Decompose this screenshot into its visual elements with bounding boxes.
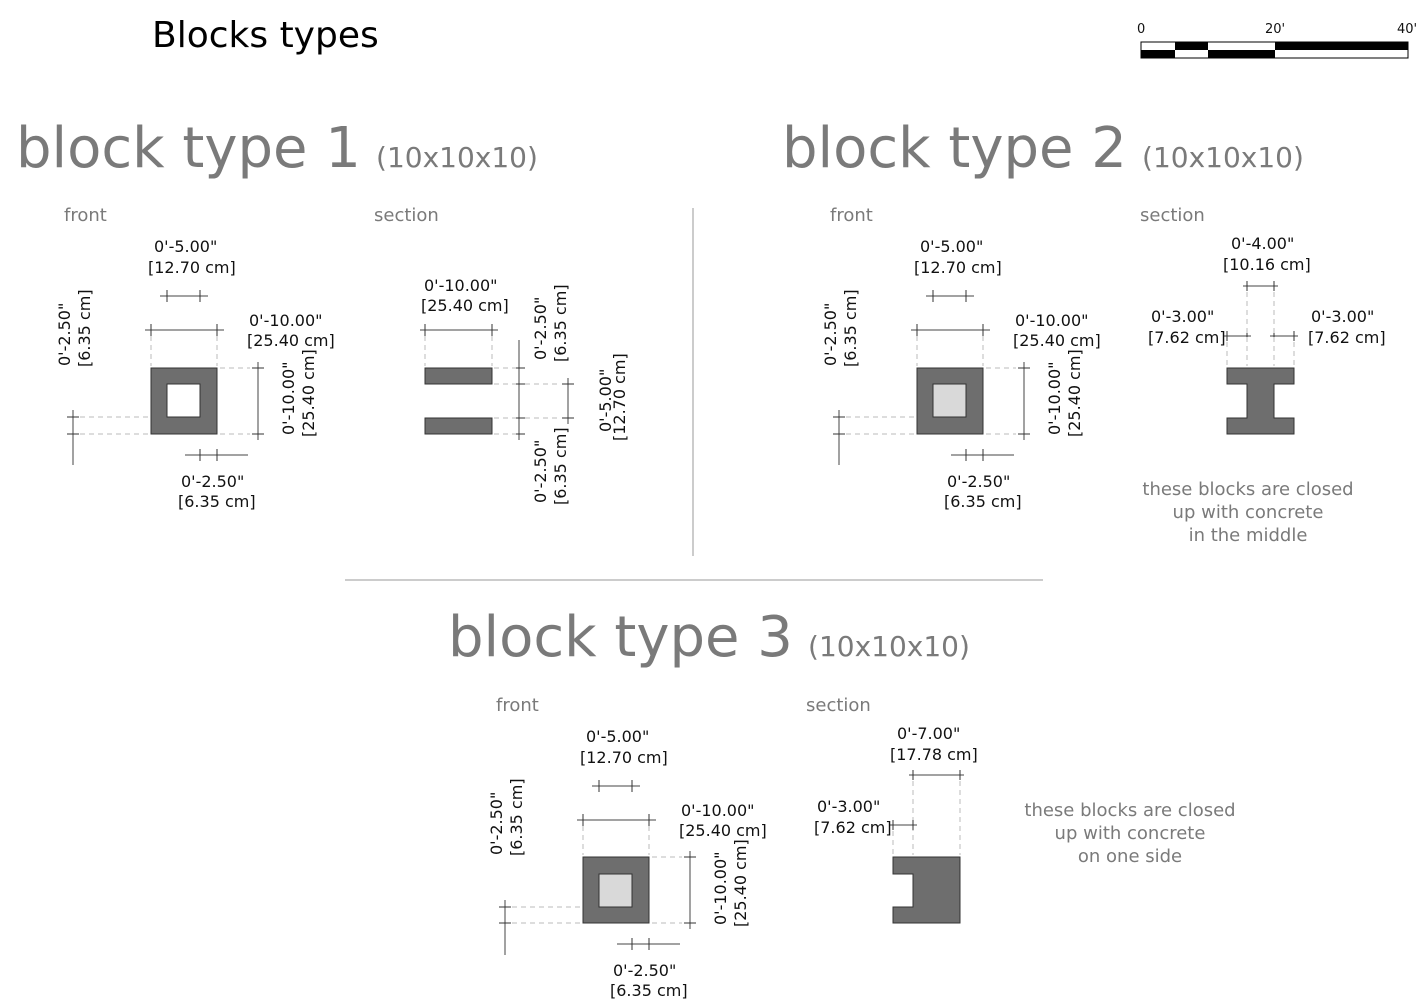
dim-label: [7.62 cm] bbox=[1308, 328, 1386, 347]
block-type-3: block type 3 (10x10x10) front section 0'… bbox=[448, 605, 1236, 1000]
dim-label: 0'-10.00" bbox=[279, 361, 298, 435]
dim-label: 0'-2.50" bbox=[613, 961, 676, 980]
block-1-section-bottom-wall bbox=[424, 417, 493, 435]
dim-label: [12.70 cm] bbox=[610, 353, 629, 441]
dim-label: [25.40 cm] bbox=[1065, 349, 1084, 437]
block-3-front-hole bbox=[598, 873, 633, 908]
block-3-front-label: front bbox=[496, 695, 539, 716]
dim-label: 0'-5.00" bbox=[154, 237, 217, 256]
block-2-front-label: front bbox=[830, 205, 873, 226]
block-3-section-label: section bbox=[806, 695, 871, 716]
dim-label: 0'-3.00" bbox=[1311, 307, 1374, 326]
page-title: Blocks types bbox=[152, 15, 379, 56]
block-2-front-dimensions bbox=[833, 290, 1030, 465]
block-2-dims: (10x10x10) bbox=[1142, 141, 1304, 174]
dim-label: [25.40 cm] bbox=[299, 349, 318, 437]
scale-label-0: 0 bbox=[1137, 22, 1145, 37]
block-1-title: block type 1 bbox=[16, 116, 361, 181]
dim-label: 0'-2.50" bbox=[531, 297, 550, 360]
dim-label: [25.40 cm] bbox=[247, 331, 335, 350]
scale-label-20: 20' bbox=[1265, 22, 1285, 37]
scale-bar-segment bbox=[1175, 42, 1208, 50]
scale-bar-segment bbox=[1275, 42, 1408, 50]
dim-label: 0'-3.00" bbox=[817, 797, 880, 816]
dim-label: [6.35 cm] bbox=[551, 284, 570, 362]
block-type-2: block type 2 (10x10x10) front section 0'… bbox=[782, 116, 1386, 546]
block-3-front-dimensions bbox=[499, 780, 696, 955]
scale-bar-segment bbox=[1208, 50, 1275, 58]
note-line: up with concrete bbox=[1173, 502, 1324, 523]
note-line: these blocks are closed bbox=[1142, 479, 1353, 500]
block-2-section-shape bbox=[1226, 367, 1295, 435]
dim-label: [6.35 cm] bbox=[75, 289, 94, 367]
dim-label: [7.62 cm] bbox=[814, 818, 892, 837]
dim-label: [17.78 cm] bbox=[890, 745, 978, 764]
block-1-heading: block type 1 (10x10x10) bbox=[16, 116, 538, 181]
dim-label: [10.16 cm] bbox=[1223, 255, 1311, 274]
dim-label: 0'-2.50" bbox=[821, 303, 840, 366]
block-1-section-dimensions bbox=[420, 324, 574, 440]
dim-label: [25.40 cm] bbox=[1013, 331, 1101, 350]
dim-label: 0'-2.50" bbox=[531, 440, 550, 503]
dim-label: 0'-7.00" bbox=[897, 724, 960, 743]
note-line: in the middle bbox=[1189, 525, 1308, 546]
dim-label: [12.70 cm] bbox=[148, 258, 236, 277]
note-line: up with concrete bbox=[1055, 823, 1206, 844]
dim-label: 0'-2.50" bbox=[181, 472, 244, 491]
dim-label: [6.35 cm] bbox=[551, 427, 570, 505]
dim-label: 0'-10.00" bbox=[424, 276, 498, 295]
block-3-heading: block type 3 (10x10x10) bbox=[448, 605, 970, 670]
block-3-note: these blocks are closed up with concrete… bbox=[1024, 800, 1235, 867]
dim-label: 0'-10.00" bbox=[711, 851, 730, 925]
scale-label-40: 40' bbox=[1397, 22, 1417, 37]
dim-label: 0'-5.00" bbox=[586, 727, 649, 746]
dim-label: [6.35 cm] bbox=[178, 492, 256, 511]
dim-label: 0'-5.00" bbox=[920, 237, 983, 256]
dim-label: 0'-10.00" bbox=[1045, 361, 1064, 435]
block-2-section-label: section bbox=[1140, 205, 1205, 226]
dim-label: 0'-5.00" bbox=[596, 369, 615, 432]
block-1-front-label: front bbox=[64, 205, 107, 226]
scale-bar: 0 20' 40' bbox=[1137, 22, 1417, 59]
dim-label: 0'-10.00" bbox=[681, 801, 755, 820]
dim-label: 0'-2.50" bbox=[55, 303, 74, 366]
block-2-note: these blocks are closed up with concrete… bbox=[1142, 479, 1353, 546]
dim-label: 0'-2.50" bbox=[487, 792, 506, 855]
dim-label: [6.35 cm] bbox=[507, 778, 526, 856]
note-line: these blocks are closed bbox=[1024, 800, 1235, 821]
block-2-front-hole bbox=[932, 383, 967, 418]
dim-label: [6.35 cm] bbox=[610, 981, 688, 1000]
dim-label: 0'-4.00" bbox=[1231, 234, 1294, 253]
block-type-1: block type 1 (10x10x10) front section 0'… bbox=[16, 116, 629, 511]
dim-label: 0'-2.50" bbox=[947, 472, 1010, 491]
block-2-section-dimensions bbox=[1223, 281, 1298, 366]
block-1-section-top-wall bbox=[424, 367, 493, 385]
dim-label: [7.62 cm] bbox=[1148, 328, 1226, 347]
block-3-title: block type 3 bbox=[448, 605, 793, 670]
block-1-front-hole bbox=[166, 383, 201, 418]
scale-bar-segment bbox=[1141, 50, 1175, 58]
dim-label: [6.35 cm] bbox=[841, 289, 860, 367]
dim-label: [25.40 cm] bbox=[679, 821, 767, 840]
dim-label: [25.40 cm] bbox=[731, 839, 750, 927]
block-1-front-dimensions bbox=[67, 290, 264, 465]
dim-label: 0'-10.00" bbox=[1015, 311, 1089, 330]
dim-label: [12.70 cm] bbox=[580, 748, 668, 767]
block-2-heading: block type 2 (10x10x10) bbox=[782, 116, 1304, 181]
dim-label: [6.35 cm] bbox=[944, 492, 1022, 511]
block-3-dims: (10x10x10) bbox=[808, 630, 970, 663]
note-line: on one side bbox=[1078, 846, 1182, 867]
dim-label: 0'-3.00" bbox=[1151, 307, 1214, 326]
block-1-section-label: section bbox=[374, 205, 439, 226]
block-3-section-shape bbox=[892, 856, 961, 924]
block-1-dims: (10x10x10) bbox=[376, 141, 538, 174]
dim-label: 0'-10.00" bbox=[249, 311, 323, 330]
block-2-title: block type 2 bbox=[782, 116, 1127, 181]
block-3-section-dimensions bbox=[889, 770, 964, 855]
dim-label: [12.70 cm] bbox=[914, 258, 1002, 277]
dim-label: [25.40 cm] bbox=[421, 296, 509, 315]
